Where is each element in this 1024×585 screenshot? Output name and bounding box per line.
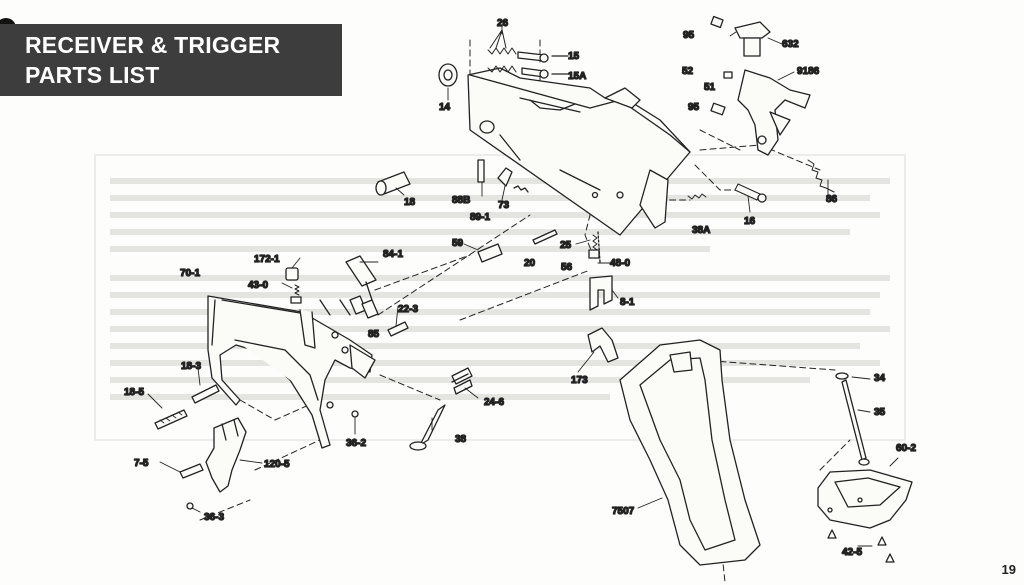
label-88b: 88B (452, 195, 470, 206)
label-42-5: 42-5 (842, 547, 862, 558)
label-70-1: 70-1 (180, 268, 200, 279)
part-38a-spring (687, 193, 707, 200)
label-24-6: 24-6 (484, 397, 504, 408)
label-9186: 9186 (797, 66, 820, 77)
part-14-end-cap (438, 63, 458, 87)
part-86-spring (807, 159, 835, 193)
leader-lines (147, 25, 899, 547)
label-86: 86 (826, 194, 838, 205)
part-70-1-trigger-guard (207, 295, 376, 449)
label-25: 25 (560, 240, 572, 251)
label-34: 34 (874, 373, 886, 384)
label-26: 26 (497, 18, 509, 29)
label-15a: 15A (568, 71, 586, 82)
label-120-5: 120-5 (264, 459, 290, 470)
label-173: 173 (571, 375, 588, 386)
part-34-35-bolt (835, 372, 870, 466)
part-9186-hammer (710, 69, 811, 156)
background-text-block (94, 154, 906, 441)
part-38-long-pin (409, 404, 446, 451)
part-7-5-36-3 (179, 463, 204, 510)
part-16-screw (734, 183, 767, 203)
label-36-3: 36-3 (204, 512, 224, 523)
label-73: 73 (498, 200, 510, 211)
part-88b-73-small-parts (477, 159, 529, 193)
part-26-springs (487, 29, 517, 73)
part-42-5-screws (827, 529, 895, 563)
label-632: 632 (782, 39, 799, 50)
label-18: 18 (404, 197, 416, 208)
label-172-1: 172-1 (254, 254, 280, 265)
part-25-56-48-plunger (588, 231, 601, 263)
part-173 (587, 327, 619, 363)
label-7507: 7507 (612, 506, 635, 517)
label-43-0: 43-0 (248, 280, 268, 291)
label-18-3: 18-3 (181, 361, 201, 372)
part-15-pins (517, 51, 569, 79)
part-24-6-spring (451, 367, 473, 395)
page-number: 19 (1001, 562, 1016, 577)
label-7-5: 7-5 (134, 458, 149, 469)
part-22-3-pin (387, 321, 409, 337)
label-14: 14 (439, 102, 451, 113)
label-48-0: 48-0 (610, 258, 630, 269)
part-120-5-trigger (205, 417, 247, 493)
label-95-top: 95 (683, 30, 695, 41)
part-632-hammer-cap (710, 15, 771, 57)
part-59-20-pins (477, 229, 558, 263)
header-title-line-2: PARTS LIST (25, 62, 160, 88)
label-16: 16 (744, 216, 756, 227)
part-85 (349, 295, 379, 319)
label-38: 38 (455, 434, 467, 445)
label-56: 56 (561, 262, 573, 273)
label-89-1: 89-1 (470, 212, 490, 223)
label-38a: 38A (692, 225, 710, 236)
label-60-2: 60-2 (896, 443, 916, 454)
label-51: 51 (704, 82, 716, 93)
label-95-mid: 95 (688, 102, 700, 113)
label-22-3: 22-3 (398, 304, 418, 315)
label-18-5: 18-5 (124, 387, 144, 398)
header-title-line-1: RECEIVER & TRIGGER (25, 32, 281, 58)
section-header: RECEIVER & TRIGGER PARTS LIST (0, 24, 342, 96)
part-36-2 (351, 410, 359, 418)
label-84-1: 84-1 (383, 249, 403, 260)
receiver-body (467, 67, 691, 236)
label-15: 15 (568, 51, 580, 62)
label-36-2: 36-2 (346, 438, 366, 449)
label-59: 59 (452, 238, 464, 249)
part-8-1 (589, 275, 613, 311)
part-7507-grip (619, 339, 761, 566)
label-20: 20 (524, 258, 536, 269)
label-35: 35 (874, 407, 886, 418)
label-52: 52 (682, 66, 694, 77)
part-60-2-plate (817, 469, 913, 529)
label-8-1: 8-1 (620, 297, 635, 308)
part-18-pin (375, 171, 411, 196)
part-84-1 (345, 255, 377, 301)
part-18-3-18-5-pins (154, 384, 220, 430)
label-85: 85 (368, 329, 380, 340)
